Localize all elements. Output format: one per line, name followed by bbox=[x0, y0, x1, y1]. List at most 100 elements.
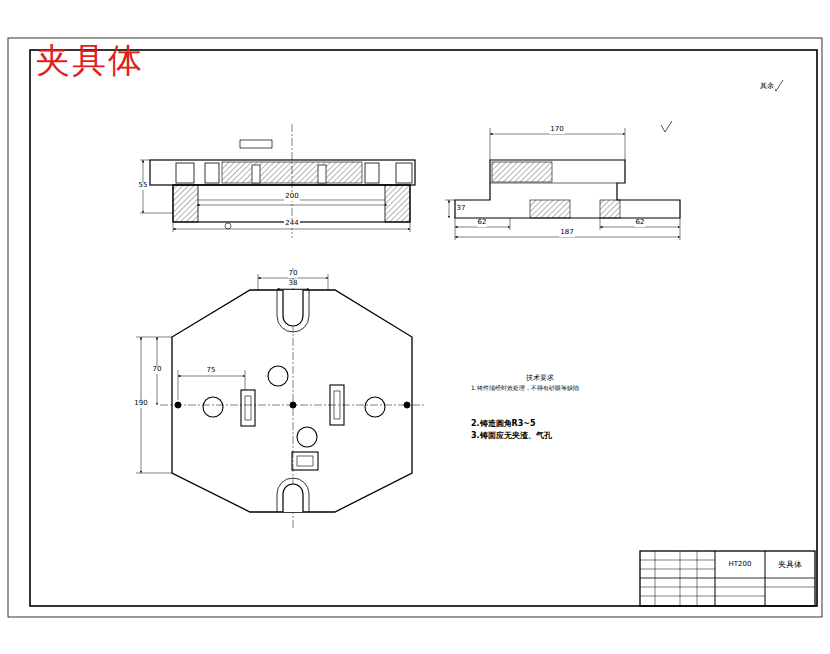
plan-view-part bbox=[258, 274, 259, 290]
front-view-part bbox=[197, 205, 387, 206]
title-block-part bbox=[640, 560, 715, 561]
side-view-part bbox=[490, 183, 617, 184]
plan-view-part bbox=[245, 396, 251, 420]
title-block-part bbox=[715, 551, 716, 606]
dimension-text: 62 bbox=[635, 219, 646, 227]
plan-view-part bbox=[245, 370, 246, 390]
plan-view-part bbox=[178, 376, 245, 377]
dimension-text: 187 bbox=[559, 229, 574, 237]
side-view-part bbox=[445, 200, 455, 201]
plan-view-part bbox=[277, 289, 309, 290]
roughness-symbol bbox=[661, 80, 783, 132]
plan-view-part bbox=[404, 402, 410, 408]
side-view-part bbox=[449, 200, 450, 218]
note-heading: 技术要求 bbox=[525, 375, 555, 383]
technical-note: 1.铸件须经时效处理，不得有砂眼等缺陷 bbox=[470, 385, 580, 392]
roughness-symbol-part bbox=[661, 121, 672, 132]
title-block bbox=[640, 551, 815, 606]
plan-view-part bbox=[268, 366, 288, 386]
title-block-part bbox=[640, 551, 815, 606]
front-view-part bbox=[173, 185, 198, 222]
dimension-text: 244 bbox=[284, 220, 299, 228]
plan-view-part bbox=[328, 274, 329, 290]
side-view-part bbox=[492, 162, 552, 182]
plan-view-part bbox=[297, 456, 313, 466]
side-view-part bbox=[600, 218, 601, 230]
plan-view-part bbox=[175, 402, 181, 408]
title-block-part bbox=[640, 596, 765, 597]
title-block-part bbox=[655, 551, 656, 606]
side-view-part bbox=[680, 218, 681, 240]
front-view-part bbox=[410, 222, 411, 232]
side-view-part bbox=[625, 128, 626, 160]
technical-note: 3.铸面应无夹渣、气孔 bbox=[470, 432, 553, 441]
plan-view-part bbox=[330, 385, 344, 425]
dimension-text: 170 bbox=[549, 126, 564, 134]
sheet-frame-part bbox=[30, 50, 817, 606]
plan-view-part bbox=[334, 391, 340, 419]
plan-view-part bbox=[136, 337, 172, 338]
plan-view-part bbox=[283, 290, 303, 326]
front-view-part bbox=[198, 185, 385, 186]
front-view-part bbox=[140, 213, 173, 214]
side-view-part bbox=[510, 218, 511, 230]
front-view-part bbox=[140, 160, 150, 161]
title-block-part bbox=[680, 551, 681, 606]
dimension-text: 38 bbox=[288, 280, 299, 288]
dimension-text: 62 bbox=[477, 219, 488, 227]
front-view-part bbox=[365, 163, 379, 183]
front-view-part bbox=[240, 140, 272, 148]
sheet-frame bbox=[8, 38, 822, 617]
plan-view-part bbox=[203, 397, 223, 417]
front-view-part bbox=[205, 163, 219, 183]
front-view-part bbox=[173, 222, 174, 232]
title-block-part bbox=[765, 551, 766, 606]
sheet-title: 夹具体 bbox=[36, 44, 144, 78]
part-name: 夹具体 bbox=[777, 561, 803, 570]
title-block-part bbox=[697, 551, 698, 606]
side-view-part bbox=[455, 160, 680, 218]
dimension-text: 75 bbox=[206, 367, 217, 375]
plan-view-part bbox=[241, 390, 255, 426]
front-view-part bbox=[150, 160, 415, 185]
front-view-part bbox=[318, 165, 326, 183]
plan-view-part bbox=[277, 290, 309, 332]
side-view-part bbox=[600, 200, 620, 218]
plan-view-part bbox=[172, 290, 412, 512]
material-text: HT200 bbox=[728, 561, 753, 569]
plan-view-part bbox=[297, 427, 317, 447]
plan-view-part bbox=[277, 478, 309, 512]
dimension-text: 190 bbox=[133, 400, 148, 408]
plan-view-part bbox=[283, 484, 303, 512]
title-block-part bbox=[640, 587, 815, 588]
plan-view-part bbox=[136, 473, 172, 474]
front-view-part bbox=[176, 163, 194, 183]
dimension-text: 70 bbox=[288, 270, 299, 278]
dimension-text: 55 bbox=[138, 182, 149, 190]
front-view-part bbox=[385, 185, 410, 222]
title-block-part bbox=[640, 578, 815, 579]
plan-view-part bbox=[292, 452, 318, 470]
side-view-part bbox=[530, 200, 570, 218]
plan-view bbox=[136, 268, 425, 528]
title-block-part bbox=[640, 569, 715, 570]
side-view bbox=[445, 128, 680, 240]
front-view-part bbox=[225, 223, 231, 229]
side-view-part bbox=[455, 218, 456, 240]
plan-view-part bbox=[178, 370, 179, 400]
plan-view-part bbox=[365, 397, 385, 417]
plan-view-part bbox=[290, 402, 296, 408]
front-view-part bbox=[222, 162, 362, 183]
front-view-part bbox=[252, 165, 260, 183]
front-view bbox=[140, 124, 415, 238]
dimension-text: 200 bbox=[284, 193, 299, 201]
dimension-text: 70 bbox=[152, 366, 163, 374]
side-view-part bbox=[490, 128, 491, 160]
front-view-part bbox=[173, 185, 410, 222]
sheet-frame-part bbox=[8, 38, 822, 617]
dimension-text: 37 bbox=[456, 205, 467, 213]
front-view-part bbox=[173, 229, 410, 230]
technical-note: 2.铸造圆角R3~5 bbox=[470, 420, 537, 429]
